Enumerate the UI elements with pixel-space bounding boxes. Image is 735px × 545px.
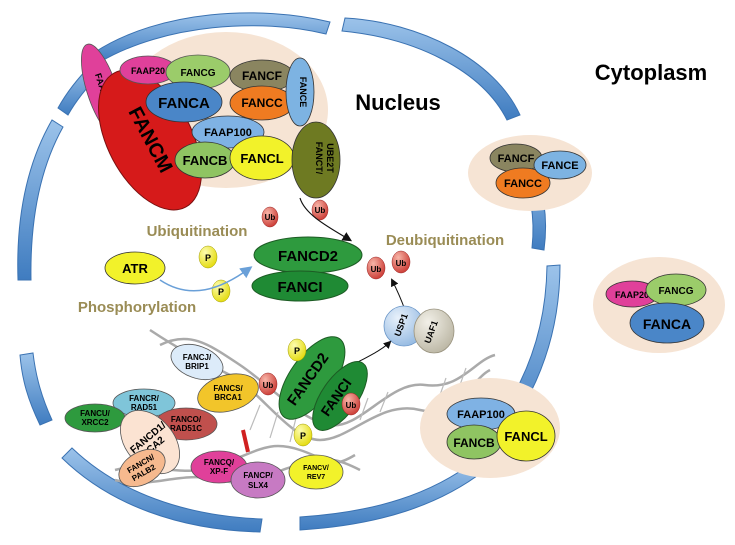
nucleus-label: Nucleus — [355, 90, 441, 115]
fancs-brca1-protein — [197, 373, 259, 413]
phosphate-marker — [211, 279, 231, 303]
atr-kinase — [104, 251, 166, 285]
ub-label: Ub — [371, 265, 382, 274]
fancp-label-line1: FANCP/ — [243, 471, 273, 480]
cyto-faap20-label: FAAP20 — [615, 290, 649, 300]
cyto-fancc-protein — [495, 167, 551, 199]
fanco-label-line2: RAD51C — [170, 424, 202, 433]
cytoplasm-label: Cytoplasm — [595, 60, 707, 85]
ub-label: Ub — [396, 259, 407, 268]
fanco-label-line1: FANCO/ — [171, 415, 202, 424]
phosphate-marker — [198, 245, 218, 269]
fancu-label-line1: FANCU/ — [80, 409, 111, 418]
cyto-faap100-label: FAAP100 — [457, 409, 505, 421]
cyto-fance-protein — [533, 150, 587, 180]
fancs-label-line1: FANCS/ — [213, 384, 243, 393]
cyto-fance-label: FANCE — [541, 160, 578, 172]
faap20-label: FAAP20 — [131, 66, 165, 76]
fancv-rev7-protein — [288, 454, 344, 490]
fanci-label: FANCI — [278, 279, 323, 296]
cyto-fancg-label: FANCG — [659, 286, 694, 297]
membrane-segment-bottomleft — [61, 447, 263, 533]
ub-label: Ub — [346, 401, 357, 410]
cyto-fanca-label: FANCA — [643, 316, 691, 332]
cyto-fancb-label: FANCB — [453, 436, 495, 450]
fance-label: FANCE — [298, 77, 308, 108]
fanct-ube2t-protein — [291, 121, 341, 199]
fancq-label-line1: FANCQ/ — [204, 458, 235, 467]
ubiquitin-marker — [391, 250, 411, 274]
fancf-label: FANCF — [242, 69, 282, 83]
fancc-label: FANCC — [241, 96, 283, 110]
fancj-label-line1: FANCJ/ — [183, 353, 212, 362]
ubiquitin-marker — [311, 199, 329, 221]
fancl-label: FANCL — [240, 151, 283, 166]
ubiquitin-marker — [258, 372, 278, 396]
p-label: P — [218, 287, 224, 297]
fancb-label: FANCB — [183, 153, 228, 168]
fancv-label-line2: REV7 — [307, 474, 325, 481]
ubiquitin-marker — [261, 206, 279, 228]
fancq-label-line2: XP-F — [210, 467, 228, 476]
cyto-fancl-protein — [496, 410, 556, 462]
dna-rungs — [249, 367, 467, 443]
uaf1-protein — [413, 308, 455, 354]
cyto-fanca-protein — [629, 302, 705, 344]
fanca-label: FANCA — [158, 95, 210, 112]
faap100-label: FAAP100 — [204, 127, 252, 139]
membrane-segment-top — [94, 12, 331, 63]
ubiquitination-arrow — [299, 197, 353, 242]
fancg-label: FANCG — [181, 68, 216, 79]
fancu-label-line2: XRCC2 — [81, 418, 109, 427]
fancv-label-line1: FANCV/ — [303, 465, 329, 472]
fancd2-label: FANCD2 — [278, 248, 338, 265]
fanci-protein — [251, 270, 349, 302]
fancr-label-line1: FANCR/ — [129, 394, 160, 403]
fancj-label-line2: BRIP1 — [185, 362, 209, 371]
cyto-fancc-label: FANCC — [504, 178, 542, 190]
membrane-segment-left-lower — [19, 352, 53, 426]
phosphorylation-arrow — [159, 266, 253, 292]
ub-label: Ub — [263, 381, 274, 390]
fanct-label-line2: UBE2T — [325, 143, 335, 173]
fancr-label-line2: RAD51 — [131, 403, 158, 412]
fancp-label-line2: SLX4 — [248, 481, 269, 490]
fanct-label-line1: FANCT/ — [314, 142, 324, 175]
ub-label: Ub — [315, 206, 326, 215]
cyto-fancf-label: FANCF — [498, 153, 535, 165]
ub-label: Ub — [265, 213, 276, 222]
ubiquitination-label: Ubiquitination — [147, 223, 248, 240]
membrane-segment-bottomright — [299, 459, 486, 531]
atr-label: ATR — [122, 261, 148, 276]
membrane-segment-left-mid — [17, 119, 64, 281]
p-label: P — [300, 431, 306, 441]
fance-protein — [285, 57, 315, 127]
deubiquitination-label: Deubiquitination — [386, 232, 504, 249]
cyto-fancl-label: FANCL — [504, 429, 547, 444]
p-label: P — [205, 253, 211, 263]
fancp-slx4-protein — [230, 461, 286, 499]
phosphorylation-label: Phosphorylation — [78, 299, 196, 316]
dna-crosslink — [241, 429, 250, 453]
fancn-palb2-protein — [118, 448, 166, 488]
phosphate-marker — [293, 423, 313, 447]
ubiquitin-marker — [366, 256, 386, 280]
fanca-protein — [145, 81, 223, 123]
p-label: P — [294, 346, 300, 356]
fancj-brip1-protein — [170, 343, 224, 381]
ub-release-arrow — [391, 278, 406, 311]
membrane-segment-topright — [341, 17, 521, 121]
fancs-label-line2: BRCA1 — [214, 393, 242, 402]
ubiquitin-marker — [341, 392, 361, 416]
phosphate-marker — [287, 338, 307, 362]
